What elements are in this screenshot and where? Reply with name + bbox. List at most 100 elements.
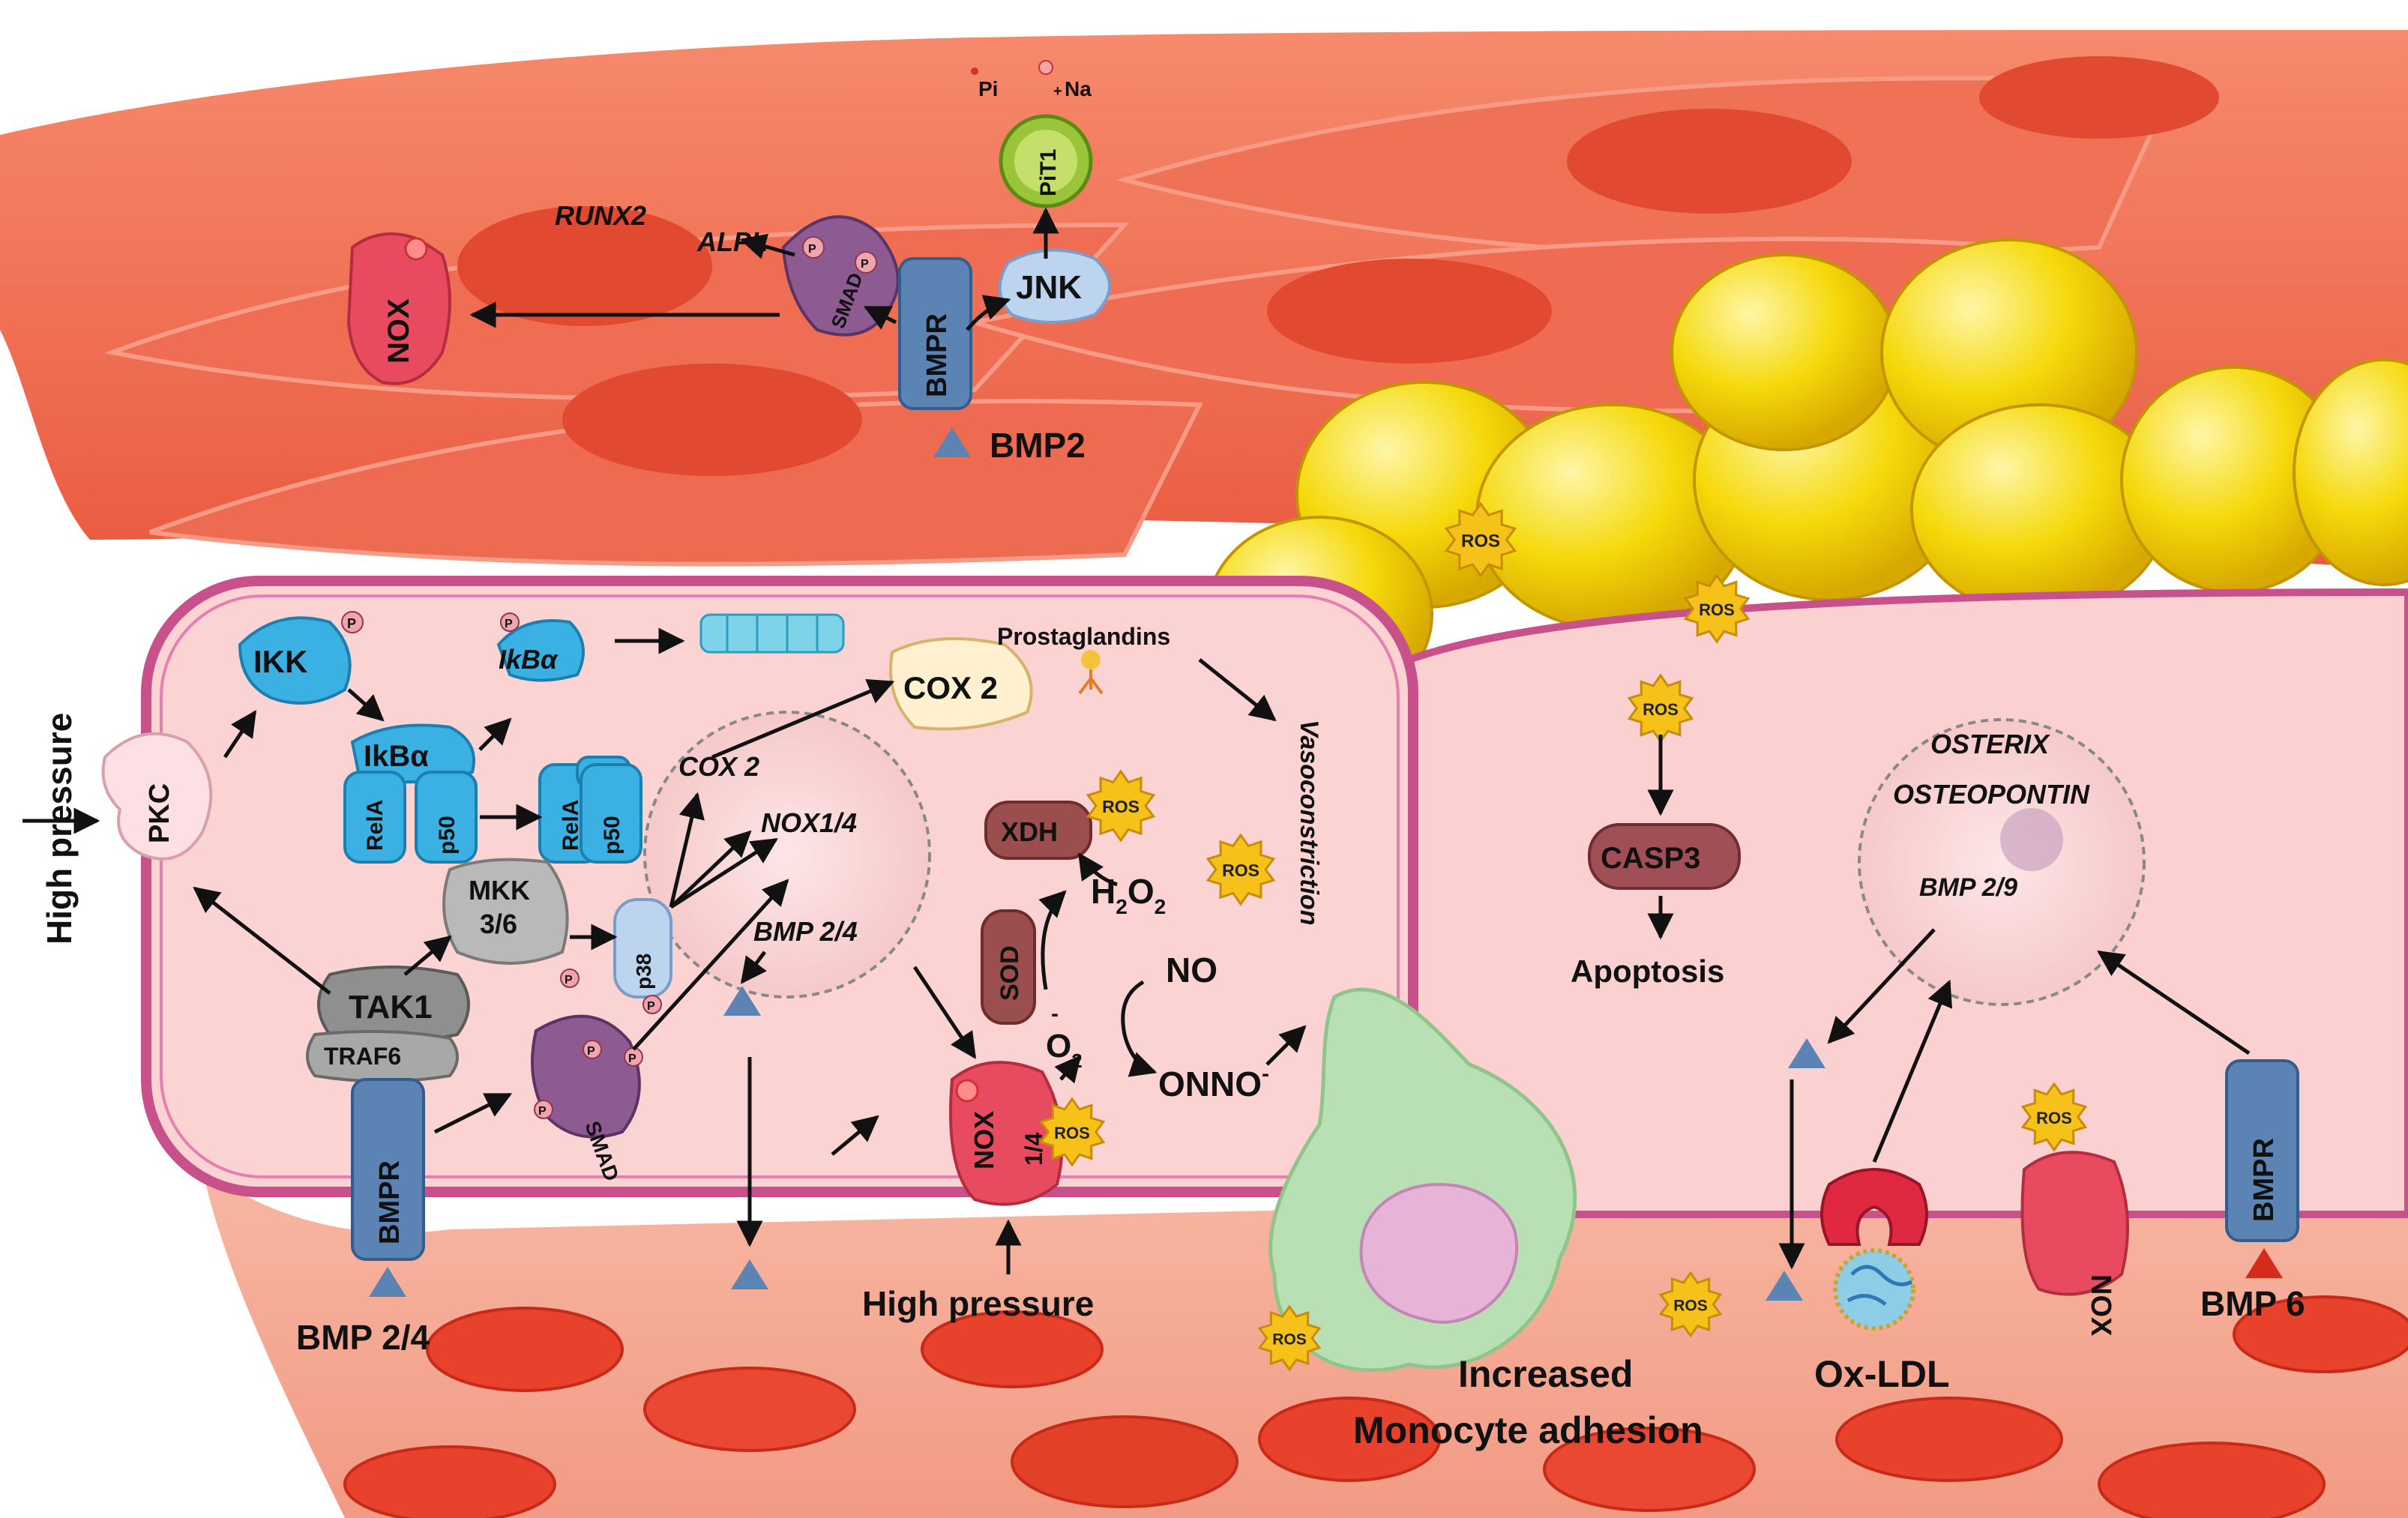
ros-label: ROS (1222, 861, 1259, 880)
bmp2-ligand (933, 427, 971, 457)
p-mkk: P (565, 974, 573, 987)
pi-label: Pi (978, 77, 998, 100)
oxldl-receptor (1820, 1168, 1928, 1246)
bmpr-top-label: BMPR (921, 313, 953, 397)
ros-star: ROS (1086, 769, 1156, 843)
ros-star: ROS (1038, 1097, 1106, 1167)
p-smad-top-1: P (808, 243, 816, 256)
h2o2-sub-3: 2 (1155, 895, 1167, 918)
bmp24-ligand-exported (731, 1259, 768, 1289)
p38-label: p38 (632, 954, 655, 990)
na-label: Na (1065, 77, 1092, 100)
jnk-label: JNK (1016, 269, 1082, 306)
onno-label: ONNO- (1158, 1061, 1269, 1103)
na-ion (1038, 60, 1053, 75)
sod-label: SOD (996, 945, 1024, 1001)
rela-p50-free (538, 756, 642, 864)
ros-label: ROS (1673, 1297, 1708, 1314)
ikba-phospho-protein (496, 612, 585, 682)
bmp24-bottom-label: BMP 2/4 (296, 1318, 430, 1357)
ros-star: ROS (1683, 573, 1751, 644)
vasoconstriction-label: Vasoconstriction (1295, 720, 1323, 926)
sod-protein (981, 909, 1036, 1025)
o2-label: O2 (1046, 1028, 1083, 1072)
p-ikk: P (347, 616, 356, 631)
ikk-protein (238, 611, 364, 705)
bmp24-ligand-left (369, 1267, 406, 1297)
nox14-nuclear-label: NOX1/4 (761, 807, 857, 838)
nox-right-label: NOX (2085, 1274, 2116, 1337)
pit1-transporter (999, 114, 1093, 208)
h2o2-label: H2O2 (1091, 872, 1166, 918)
pkc-protein (101, 732, 213, 861)
p-smad-top-2: P (861, 258, 869, 271)
p50-2-label: p50 (600, 816, 624, 855)
nox14-label: NOX (969, 1111, 999, 1169)
nox14-sub-label: 1/4 (1020, 1132, 1047, 1166)
p-smad-1: P (538, 1105, 547, 1118)
p50-1-label: p50 (435, 816, 460, 855)
xdh-label: XDH (1001, 816, 1058, 847)
cox2-nuclear-label: COX 2 (678, 751, 759, 782)
ros-label: ROS (2036, 1109, 2072, 1127)
ros-star: ROS (1257, 1304, 1322, 1372)
p-smad-2: P (587, 1045, 595, 1058)
high-pressure-bottom-label: High pressure (862, 1284, 1094, 1323)
bmp29-ligand-right-bottom (1766, 1271, 1803, 1301)
onno-text: ONNO (1158, 1064, 1262, 1103)
ros-label: ROS (1054, 1124, 1090, 1142)
ros-stars: ROS ROS ROS ROS ROS ROS ROS ROS ROS (1038, 502, 2088, 1372)
xdh-protein (984, 801, 1092, 860)
casp3-protein (1588, 823, 1741, 890)
cox2-label: COX 2 (903, 670, 998, 705)
bmpr-receptor-left (351, 1078, 425, 1261)
ikba-phospho-label: IkBα (499, 644, 559, 675)
ros-star: ROS (1444, 502, 1517, 578)
prostaglandins-label: Prostaglandins (997, 623, 1170, 650)
bmp24-ligand-nuclear (723, 986, 761, 1016)
alpl-label: ALPL (696, 226, 768, 257)
apoptosis-label: Apoptosis (1571, 954, 1724, 989)
ikba-rela-p50-complex (343, 723, 478, 864)
tak1-label: TAK1 (349, 989, 433, 1025)
onno-sup: - (1262, 1061, 1269, 1086)
monocyte-label-line1: Increased (1458, 1353, 1633, 1395)
no-label: NO (1166, 951, 1217, 990)
mkk-protein (442, 858, 580, 988)
h2o2-h: H (1091, 872, 1116, 911)
p-ikba: P (505, 618, 513, 630)
ros-label: ROS (1272, 1331, 1307, 1348)
runx2-label: RUNX2 (555, 200, 646, 231)
bmpr-receptor-top (898, 257, 972, 410)
osteopontin-label: OSTEOPONTIN (1893, 779, 2090, 810)
tak1-traf6-complex (306, 966, 470, 1083)
o2-o: O (1046, 1028, 1071, 1064)
monocyte-label-line2: Monocyte adhesion (1353, 1409, 1703, 1451)
mkk-label: MKK (469, 875, 530, 906)
proteasome-icon (699, 613, 845, 654)
traf6-label: TRAF6 (324, 1043, 401, 1070)
osterix-label: OSTERIX (1930, 729, 2050, 759)
o2-sub: 2 (1071, 1049, 1082, 1072)
rela-2-label: RelA (559, 800, 583, 851)
ros-star: ROS (1627, 673, 1694, 744)
bmpr-left-label: BMPR (374, 1160, 406, 1244)
ikba-label: IkBα (364, 740, 429, 773)
bmp29-ligand-right-top (1788, 1038, 1825, 1068)
rela-1-label: RelA (363, 800, 388, 851)
oxldl-label: Ox-LDL (1814, 1353, 1950, 1395)
ros-label: ROS (1461, 531, 1500, 552)
bmp2-label: BMP2 (990, 426, 1086, 465)
bmp6-ligand (2245, 1248, 2283, 1278)
red-blood-cells (343, 1295, 2408, 1518)
nox-protein-right (2020, 1151, 2129, 1296)
ros-label: ROS (1102, 797, 1140, 816)
mkk-sub-label: 3/6 (480, 909, 517, 939)
casp3-label: CASP3 (1601, 842, 1700, 875)
p-p38: P (647, 1000, 655, 1013)
high-pressure-side-label: High pressure (40, 713, 79, 945)
ros-star: ROS (1205, 833, 1276, 906)
nucleus-left (643, 711, 931, 999)
bmp6-label: BMP 6 (2200, 1284, 2305, 1323)
bmpr-right-label: BMPR (2248, 1138, 2280, 1222)
